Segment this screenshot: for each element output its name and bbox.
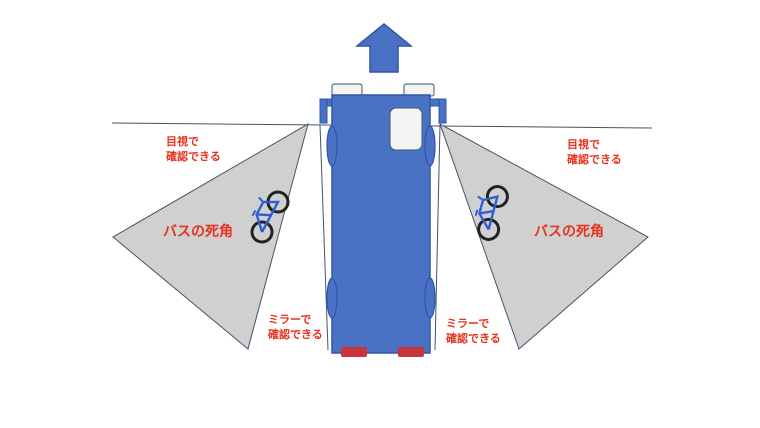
wheel-rear-right bbox=[424, 277, 436, 319]
wheel-front-left bbox=[326, 125, 338, 167]
mirror-post-left bbox=[319, 98, 328, 124]
bicycle-seat bbox=[474, 209, 479, 216]
wheel-rear-left bbox=[326, 277, 338, 319]
up-arrow-icon bbox=[354, 23, 414, 73]
blind-zone-right bbox=[439, 122, 649, 350]
visual-check-label-right: 目視で 確認できる bbox=[567, 137, 622, 166]
mirror-line-right bbox=[434, 124, 441, 351]
tail-light-right bbox=[398, 347, 424, 357]
mirror-check-label-right: ミラーで 確認できる bbox=[446, 317, 501, 345]
roof-hatch bbox=[389, 107, 423, 151]
tail-light-left bbox=[341, 347, 367, 357]
mirror-line-left bbox=[319, 124, 329, 351]
bicycle-frame bbox=[255, 200, 280, 233]
bicycle-handlebar bbox=[258, 196, 264, 203]
bicycle-seat bbox=[251, 209, 257, 217]
bicycle-handlebar bbox=[477, 195, 484, 201]
mirror-post-right bbox=[438, 98, 447, 124]
wheel-front-right bbox=[424, 125, 436, 167]
mirror-check-label-left: ミラーで 確認できる bbox=[268, 313, 323, 341]
bicycle-frame bbox=[256, 213, 272, 217]
bicycle-icon bbox=[474, 185, 509, 241]
bicycle-frame bbox=[479, 209, 494, 215]
bicycle-icon bbox=[250, 190, 290, 244]
blind-zone-left bbox=[112, 122, 309, 350]
visual-check-label-left: 目視で 確認できる bbox=[166, 134, 221, 163]
blind-spot-label-left: バスの死角 bbox=[163, 223, 233, 240]
bicycle-frame bbox=[478, 194, 500, 231]
blind-spot-label-right: バスの死角 bbox=[534, 223, 604, 240]
headlight-right bbox=[403, 83, 435, 97]
headlight-left bbox=[331, 83, 363, 97]
bus bbox=[319, 83, 447, 357]
